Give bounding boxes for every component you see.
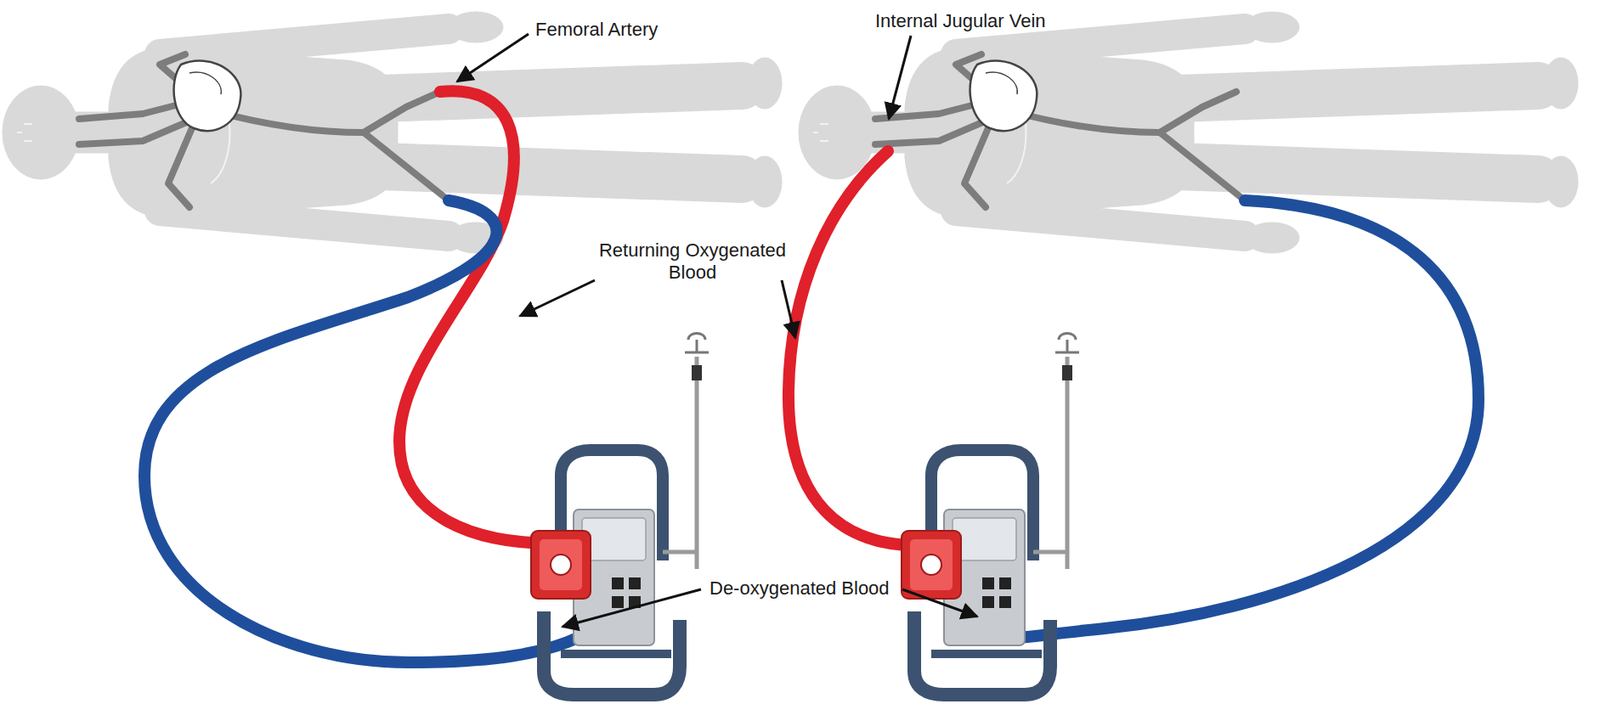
drainage-cannula [144, 200, 580, 663]
leader-arrow [562, 589, 702, 628]
callout-label: De-oxygenated Blood [709, 577, 890, 600]
leader-arrow [520, 280, 595, 317]
leader-arrow [457, 33, 529, 82]
leader-arrow [902, 589, 978, 617]
callout-label: Internal Jugular Vein [875, 10, 1046, 33]
ecmo-machine [531, 333, 709, 696]
leader-arrow [781, 280, 796, 339]
drainage-cannula [949, 200, 1479, 641]
leader-arrow [888, 35, 911, 119]
return-cannula [399, 90, 555, 544]
callout-label: Returning Oxygenated Blood [586, 239, 799, 285]
ecmo-machine [901, 333, 1080, 696]
patient-figure [2, 11, 782, 254]
callout-label: Femoral Artery [535, 18, 658, 41]
patient-figure [798, 11, 1578, 254]
return-cannula [788, 151, 927, 546]
